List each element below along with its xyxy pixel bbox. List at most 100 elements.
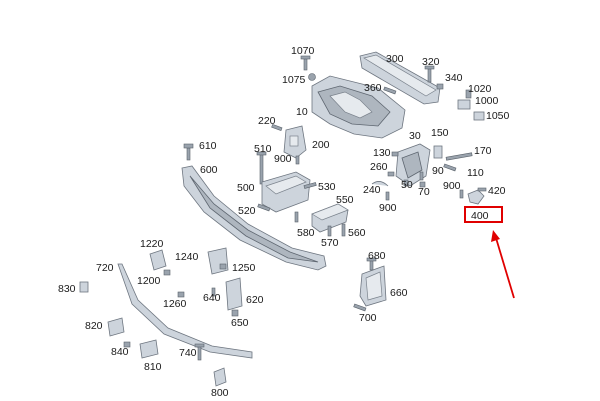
bolt-530 bbox=[303, 182, 317, 189]
carrier-part-10 bbox=[311, 75, 406, 139]
clip-1250 bbox=[219, 263, 227, 270]
part-70 bbox=[419, 181, 426, 188]
bracket-1240 bbox=[207, 247, 229, 275]
bolt-610 bbox=[183, 143, 194, 161]
callout-260: 260 bbox=[370, 161, 388, 173]
clip-340 bbox=[436, 83, 444, 90]
absorber-part-500 bbox=[261, 171, 311, 213]
callout-830: 830 bbox=[58, 283, 76, 295]
block-810 bbox=[139, 339, 159, 359]
callout-530: 530 bbox=[318, 181, 336, 193]
bolt-360 bbox=[383, 86, 397, 95]
bracket-1220 bbox=[149, 249, 167, 271]
clip-800 bbox=[213, 367, 227, 387]
bolt-320 bbox=[424, 65, 435, 83]
callout-560: 560 bbox=[348, 227, 366, 239]
callout-520: 520 bbox=[238, 205, 256, 217]
callout-420: 420 bbox=[488, 185, 506, 197]
bolt-90 bbox=[419, 171, 424, 181]
callout-900c: 900 bbox=[379, 202, 397, 214]
part-240 bbox=[371, 181, 389, 187]
callout-400: 400 bbox=[471, 210, 489, 222]
callout-610: 610 bbox=[199, 140, 217, 152]
callout-900a: 900 bbox=[274, 153, 292, 165]
callout-580: 580 bbox=[297, 227, 315, 239]
bolt-580 bbox=[294, 211, 299, 223]
callout-170: 170 bbox=[474, 145, 492, 157]
bolt-570 bbox=[327, 225, 332, 237]
callout-1075: 1075 bbox=[282, 74, 306, 86]
callout-840: 840 bbox=[111, 346, 129, 358]
clip-1020 bbox=[465, 89, 472, 99]
callout-labels: 1070 1075 300 320 340 360 1020 1000 1050… bbox=[58, 45, 510, 399]
bolt-1070 bbox=[300, 55, 311, 71]
bracket-620 bbox=[225, 277, 243, 311]
bolt-900c bbox=[385, 191, 390, 201]
callout-510: 510 bbox=[254, 143, 272, 155]
callout-340: 340 bbox=[445, 72, 463, 84]
screw-220 bbox=[271, 123, 283, 131]
callout-1050: 1050 bbox=[486, 110, 510, 122]
callout-640: 640 bbox=[203, 292, 221, 304]
callout-10: 10 bbox=[296, 106, 308, 118]
callout-70: 70 bbox=[418, 186, 430, 198]
callout-50: 50 bbox=[401, 179, 413, 191]
callout-360: 360 bbox=[364, 82, 382, 94]
bracket-1000 bbox=[457, 99, 471, 110]
bar-part-300 bbox=[359, 51, 441, 105]
bolt-170 bbox=[445, 152, 473, 161]
callout-700: 700 bbox=[359, 312, 377, 324]
bolt-560 bbox=[341, 223, 346, 237]
bolt-740 bbox=[194, 343, 205, 361]
clip-150 bbox=[433, 145, 443, 159]
bolt-900b bbox=[459, 189, 464, 199]
clip-650 bbox=[231, 309, 239, 317]
box-part-550 bbox=[311, 203, 349, 233]
callout-110: 110 bbox=[467, 167, 484, 179]
part-50 bbox=[403, 179, 409, 187]
callout-300: 300 bbox=[386, 53, 404, 65]
highlight-box-400 bbox=[464, 206, 503, 223]
strip-part-720 bbox=[117, 263, 253, 359]
bumper-carrier-600 bbox=[181, 165, 327, 271]
callout-220: 220 bbox=[258, 115, 276, 127]
callout-1070: 1070 bbox=[291, 45, 315, 57]
callout-320: 320 bbox=[422, 56, 440, 68]
bolt-420 bbox=[477, 187, 487, 192]
callout-150: 150 bbox=[431, 127, 449, 139]
callout-570: 570 bbox=[321, 237, 339, 249]
bolt-110 bbox=[443, 163, 457, 172]
callout-1020: 1020 bbox=[468, 83, 492, 95]
callout-810: 810 bbox=[144, 361, 162, 373]
bolt-640 bbox=[211, 287, 216, 297]
callout-660: 660 bbox=[390, 287, 408, 299]
clip-830 bbox=[79, 281, 89, 293]
callout-200: 200 bbox=[312, 139, 330, 151]
callout-600: 600 bbox=[200, 164, 218, 176]
bracket-part-400 bbox=[467, 189, 485, 205]
callout-1220: 1220 bbox=[140, 238, 164, 250]
callout-550: 550 bbox=[336, 194, 354, 206]
highlight-arrow-shaft bbox=[495, 237, 515, 299]
callout-1240: 1240 bbox=[175, 251, 199, 263]
nut-1075 bbox=[308, 73, 316, 81]
clip-1200 bbox=[163, 269, 171, 276]
callout-1260: 1260 bbox=[163, 298, 187, 310]
callout-720: 720 bbox=[96, 262, 114, 274]
bolt-900a bbox=[295, 155, 300, 165]
clip-130 bbox=[391, 151, 399, 157]
bolt-680 bbox=[366, 257, 377, 271]
callout-800: 800 bbox=[211, 387, 229, 399]
callout-740: 740 bbox=[179, 347, 197, 359]
callout-1000: 1000 bbox=[475, 95, 499, 107]
callout-130: 130 bbox=[373, 147, 391, 159]
bolt-700 bbox=[353, 303, 367, 312]
clip-840 bbox=[123, 341, 131, 348]
callout-900b: 900 bbox=[443, 180, 461, 192]
callout-650: 650 bbox=[231, 317, 249, 329]
callout-820: 820 bbox=[85, 320, 103, 332]
callout-1250: 1250 bbox=[232, 262, 256, 274]
part-260 bbox=[387, 171, 395, 177]
callout-680: 680 bbox=[368, 250, 386, 262]
